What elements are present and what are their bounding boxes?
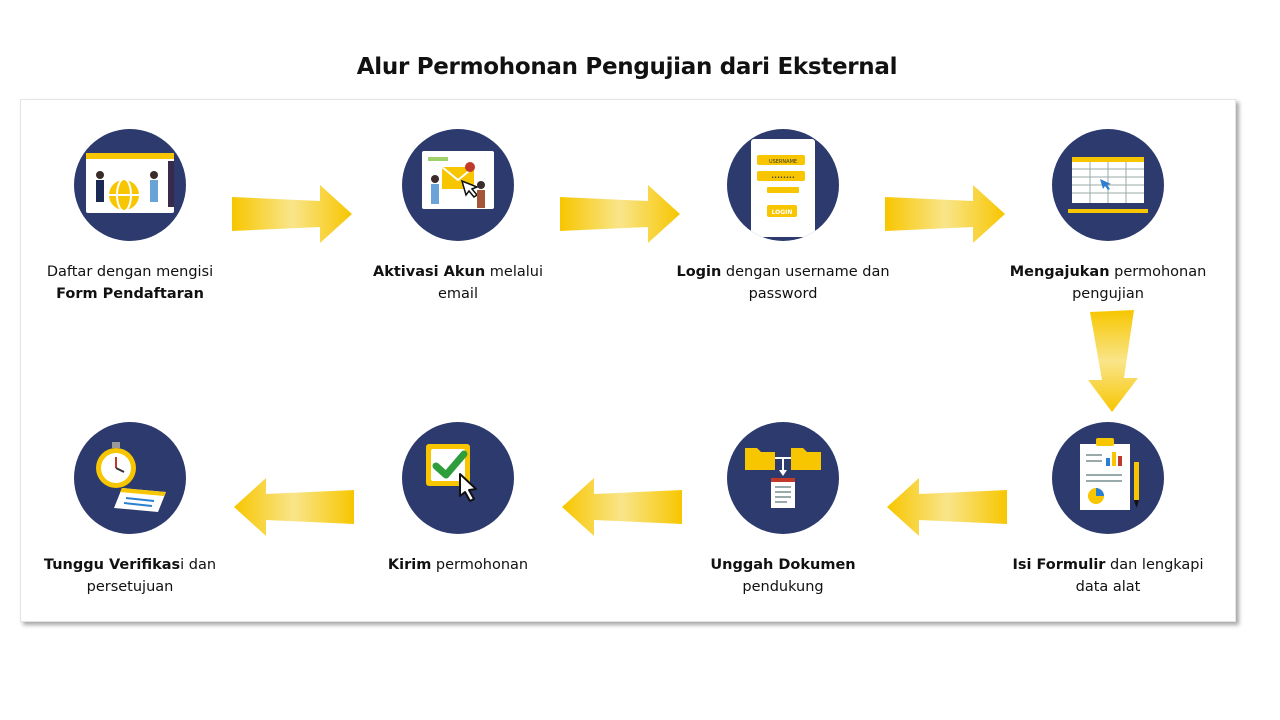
checkbox-click-icon (402, 422, 514, 534)
email-notification-icon (402, 129, 514, 241)
login-form-icon: USERNAME •••••••• LOGIN (727, 129, 839, 241)
stopwatch-clipboard-icon (74, 422, 186, 534)
arrow-down-icon (1088, 310, 1138, 412)
step-send: Kirim permohonan (338, 422, 578, 576)
step-login: USERNAME •••••••• LOGIN Login dengan use… (663, 129, 903, 305)
login-button-text: LOGIN (772, 209, 793, 216)
clipboard-report-icon (1052, 422, 1164, 534)
arrow-left-icon (234, 478, 354, 536)
registration-globe-icon (74, 129, 186, 241)
arrow-right-icon (232, 185, 352, 243)
step-send-caption: Kirim permohonan (387, 557, 529, 573)
login-password-text: •••••••• (771, 175, 795, 181)
arrow-left-icon (562, 478, 682, 536)
arrow-right-icon (560, 185, 680, 243)
folder-upload-icon (727, 422, 839, 534)
arrow-right-icon (885, 185, 1005, 243)
page-title: Alur Permohonan Pengujian dari Eksternal (356, 54, 898, 80)
flow-panel (20, 99, 1236, 622)
arrow-left-icon (887, 478, 1007, 536)
login-username-text: USERNAME (769, 159, 797, 165)
monitor-table-icon (1052, 129, 1164, 241)
